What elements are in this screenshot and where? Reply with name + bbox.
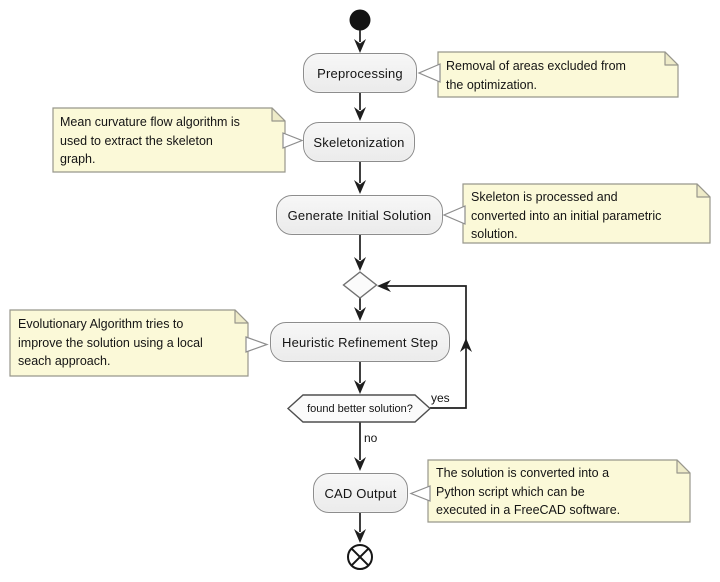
branch-label-yes: yes	[431, 391, 450, 405]
action-generate-initial-solution: Generate Initial Solution	[276, 195, 443, 235]
note-anchor-cad-output	[409, 485, 431, 502]
flow-final-icon	[347, 544, 373, 570]
action-heuristic-refinement-step: Heuristic Refinement Step	[270, 322, 450, 362]
note-shape-heuristic-refinement	[9, 309, 249, 377]
note-anchor-generate-initial-solution	[442, 205, 466, 225]
decision-question: found better solution?	[307, 403, 413, 415]
note-text-heuristic-refinement: Evolutionary Algorithm tries to improve …	[18, 317, 203, 368]
note-shape-generate-initial-solution	[462, 183, 711, 244]
merge-diamond	[342, 271, 378, 299]
action-skeletonization: Skeletonization	[303, 122, 415, 162]
decision-hexagon	[286, 394, 432, 423]
flow-edges	[354, 30, 472, 543]
note-text-preprocessing: Removal of areas excluded from the optim…	[446, 59, 626, 92]
note-text-generate-initial-solution: Skeleton is processed and converted into…	[471, 190, 662, 241]
action-cad-output: CAD Output	[313, 473, 408, 513]
action-preprocessing: Preprocessing	[303, 53, 417, 93]
note-anchor-preprocessing	[417, 63, 441, 83]
note-anchor-heuristic-refinement	[245, 336, 269, 353]
branch-label-no: no	[364, 431, 378, 445]
start-node-icon	[349, 9, 371, 31]
note-text-cad-output: The solution is converted into a Python …	[436, 466, 621, 517]
note-shape-cad-output	[427, 459, 691, 523]
note-anchor-skeletonization	[282, 132, 304, 149]
note-shape-preprocessing	[437, 51, 679, 98]
note-text-skeletonization: Mean curvature flow algorithm is used to…	[60, 115, 240, 166]
